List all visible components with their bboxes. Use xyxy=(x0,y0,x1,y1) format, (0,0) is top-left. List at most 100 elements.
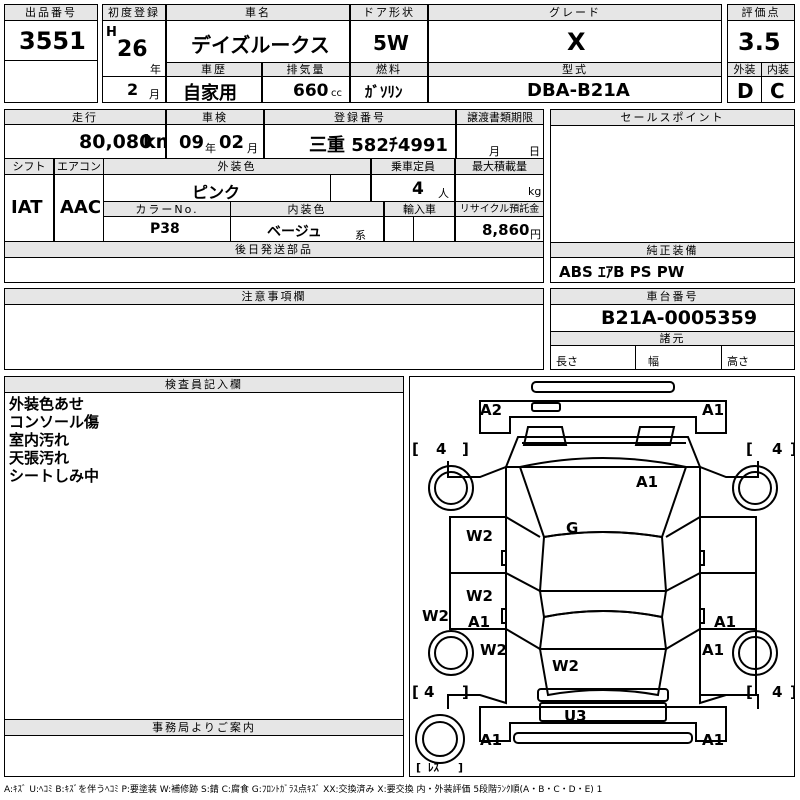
recycle-cell: 8,860 円 xyxy=(455,216,544,242)
int-color-unit: 系 xyxy=(355,229,366,242)
damage-mark: W2 xyxy=(422,607,449,625)
transfer-cell: 月 日 xyxy=(456,124,544,159)
chassis-label: 車台番号 xyxy=(550,288,795,305)
color-no: P38 xyxy=(150,221,180,237)
plate-cell: 三重 582ﾁ4991 xyxy=(264,124,456,159)
model: DBA-B21A xyxy=(527,80,630,101)
tire-tread: 4 xyxy=(772,440,782,458)
svg-text:]: ] xyxy=(790,683,795,701)
left-side-outline xyxy=(447,461,507,709)
sales-point-label: セールスポイント xyxy=(550,109,795,126)
height-cell: 高さ xyxy=(721,345,795,370)
score-cell: 3.5 xyxy=(727,20,795,63)
rear-bumper-shape xyxy=(513,732,693,744)
svg-text:[: [ xyxy=(746,440,753,458)
equip: ABS ｴｱB PS PW xyxy=(559,263,685,281)
load-cell: kg xyxy=(455,174,544,202)
mileage-label: 走行 xyxy=(4,109,166,125)
inspection-month-unit: 月 xyxy=(247,142,258,155)
color: ピンク xyxy=(192,183,241,202)
damage-mark: A2 xyxy=(480,401,502,419)
tire-front-left xyxy=(428,465,474,511)
lot-number: 3551 xyxy=(19,27,86,55)
shift-label: シフト xyxy=(4,158,54,175)
damage-mark: W2 xyxy=(466,527,493,545)
month-unit: 月 xyxy=(149,88,160,101)
exterior-grade: D xyxy=(737,79,754,103)
damage-mark: A1 xyxy=(702,401,724,419)
exterior-label: 外装 xyxy=(727,62,762,77)
model-cell: DBA-B21A xyxy=(428,76,722,103)
svg-text:]: ] xyxy=(458,761,463,774)
first-reg-year-cell: H 26 年 xyxy=(102,20,166,77)
damage-mark: W2 xyxy=(552,657,579,675)
sales-point-box xyxy=(550,125,795,243)
first-reg-month-cell: 2 月 xyxy=(102,76,166,103)
inspection-month: 02 xyxy=(219,132,245,153)
damage-mark: A1 xyxy=(702,731,724,749)
windshield-shape xyxy=(518,457,688,539)
chassis-cell: B21A-0005359 xyxy=(550,304,795,332)
score: 3.5 xyxy=(738,28,781,56)
lot-number-blank xyxy=(4,60,98,103)
rear-spoiler xyxy=(537,688,669,702)
rear-frame xyxy=(479,706,727,742)
damage-mark: U3 xyxy=(564,707,587,725)
spare-tire xyxy=(415,714,465,764)
capacity: 4 xyxy=(412,179,424,199)
rear-gate xyxy=(539,702,667,722)
interior-cell: C xyxy=(761,76,795,103)
damage-mark: G xyxy=(566,519,578,537)
displacement-label: 排気量 xyxy=(262,62,350,77)
inspector-box: 外装色あせ コンソール傷 室内汚れ 天張汚れ シートしみ中 xyxy=(4,392,404,720)
transfer-month: 月 xyxy=(489,145,500,158)
office-box xyxy=(4,735,404,777)
inspector-note: シートしみ中 xyxy=(9,467,100,485)
lot-number-cell: 3551 xyxy=(4,20,98,61)
rear-glass-shape xyxy=(538,648,668,697)
car-name-label: 車名 xyxy=(166,4,350,21)
displacement-unit: cc xyxy=(331,88,342,99)
recycle: 8,860 xyxy=(482,221,530,239)
history-cell: 自家用 xyxy=(166,76,262,103)
door: 5W xyxy=(373,31,409,55)
damage-mark: W2 xyxy=(466,587,493,605)
shift: IAT xyxy=(11,197,43,218)
door-label: ドア形状 xyxy=(350,4,428,21)
capacity-label: 乗車定員 xyxy=(371,158,455,175)
car-name-cell: デイズルークス xyxy=(166,20,350,63)
inspector-note: 天張汚れ xyxy=(9,449,70,467)
caution-box xyxy=(4,304,544,370)
chassis: B21A-0005359 xyxy=(601,307,758,329)
length-label: 長さ xyxy=(556,355,578,368)
tire-front-right xyxy=(732,465,778,511)
inspector-note: 室内汚れ xyxy=(9,431,70,449)
grade-label: グレード xyxy=(428,4,722,21)
inspection-year-unit: 年 xyxy=(205,142,216,155)
damage-mark: W2 xyxy=(480,641,507,659)
displacement-cell: 660 cc xyxy=(262,76,350,103)
svg-text:]: ] xyxy=(462,683,469,701)
inspector-label: 検査員記入欄 xyxy=(4,376,404,393)
ac-label: エアコン xyxy=(54,158,104,175)
ac: AAC xyxy=(60,197,102,218)
plate-label: 登録番号 xyxy=(264,109,456,125)
right-side-outline xyxy=(699,461,759,709)
height-label: 高さ xyxy=(727,355,749,368)
displacement: 660 xyxy=(293,81,329,101)
tire-rear-left xyxy=(428,630,474,676)
shift-cell: IAT xyxy=(4,174,54,242)
load-label: 最大積載量 xyxy=(455,158,544,175)
recycle-label: リサイクル預託金 xyxy=(455,201,544,217)
mileage-cell: 80,080 km xyxy=(4,124,166,159)
inspection-label: 車検 xyxy=(166,109,264,125)
plate: 三重 582ﾁ4991 xyxy=(309,135,448,156)
roof-rear-shape xyxy=(538,590,668,619)
capacity-cell: 4 人 xyxy=(371,174,455,202)
svg-text:[: [ xyxy=(412,683,419,701)
damage-mark: A1 xyxy=(636,473,658,491)
inspection-cell: 09 年 02 月 xyxy=(166,124,264,159)
later-parts-box xyxy=(4,257,544,283)
damage-diagram: [4] [4] [4] [4] [ﾚｽ] A2 A1 A1 G W2 W2 A1… xyxy=(409,376,795,777)
svg-text:]: ] xyxy=(462,440,469,458)
